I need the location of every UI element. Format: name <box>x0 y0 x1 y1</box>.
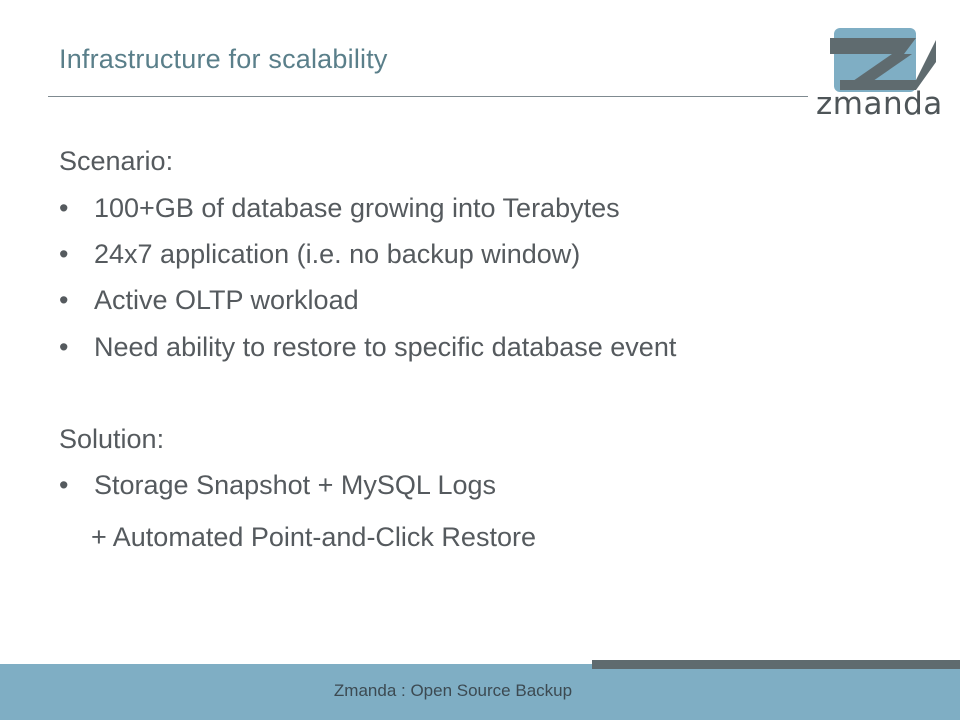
footer-band <box>0 664 960 720</box>
logo-z-top <box>830 38 916 54</box>
logo-z-bottom <box>840 40 936 90</box>
scenario-bullet-1: • 100+GB of database growing into Terabyt… <box>59 195 620 222</box>
scenario-bullet-4: • Need ability to restore to specific dat… <box>59 334 676 361</box>
title-divider <box>48 96 808 97</box>
bullet-glyph: • <box>59 332 69 362</box>
scenario-bullet-3: • Active OLTP workload <box>59 287 359 314</box>
bullet-glyph: • <box>59 285 69 315</box>
scenario-item-text: 24x7 application (i.e. no backup window) <box>94 239 581 269</box>
slide-title: Infrastructure for scalability <box>59 44 388 74</box>
scenario-item-text: Need ability to restore to specific data… <box>94 332 677 362</box>
bullet-glyph: • <box>59 193 69 223</box>
scenario-item-text: 100+GB of database growing into Terabyte… <box>94 193 620 223</box>
bullet-glyph: • <box>59 470 69 500</box>
bullet-glyph: • <box>59 239 69 269</box>
footer-text: Zmanda : Open Source Backup <box>333 681 573 700</box>
solution-bullet-1: • Storage Snapshot + MySQL Logs <box>59 472 496 499</box>
scenario-bullet-2: • 24x7 application (i.e. no backup window… <box>59 241 580 268</box>
logo-wordmark: zmanda <box>816 86 943 122</box>
scenario-item-text: Active OLTP workload <box>94 285 359 315</box>
scenario-heading: Scenario: <box>59 146 174 176</box>
solution-item-text: Storage Snapshot + MySQL Logs <box>94 470 496 500</box>
zmanda-logo-icon <box>830 28 936 92</box>
solution-continuation: + Automated Point-and-Click Restore <box>91 522 536 552</box>
footer-accent-bar <box>592 660 960 669</box>
solution-heading: Solution: <box>59 424 165 454</box>
